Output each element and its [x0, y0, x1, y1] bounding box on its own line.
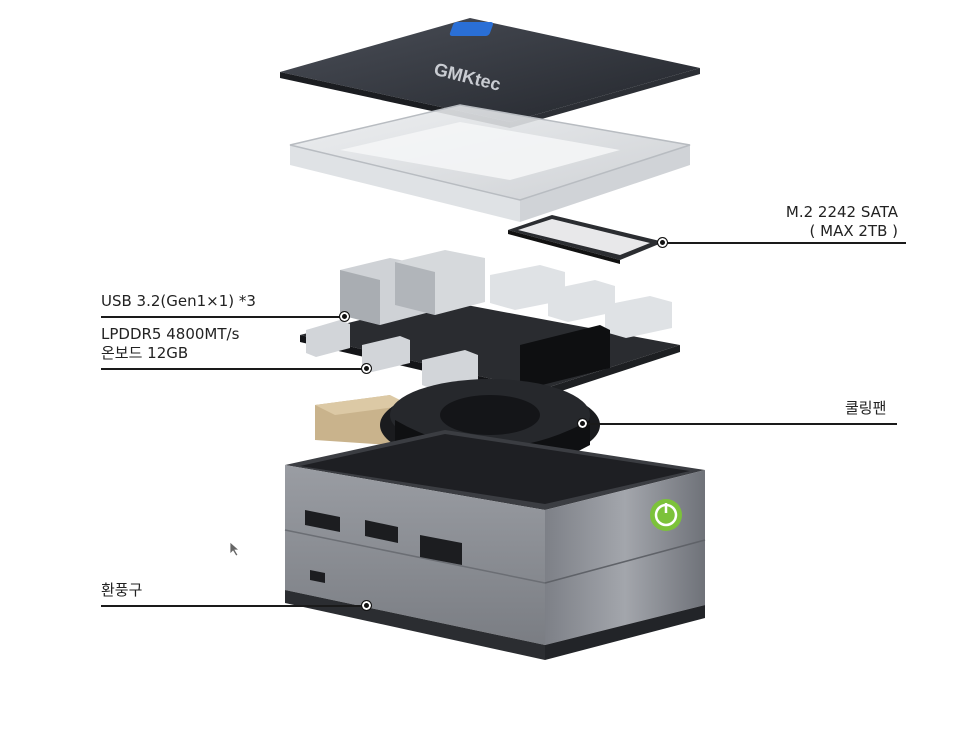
fan-leader-line	[582, 423, 897, 425]
motherboard	[300, 250, 680, 398]
fan-callout-dot	[577, 418, 588, 429]
ram-label: LPDDR5 4800MT/s 온보드 12GB	[101, 325, 239, 363]
vent-callout-dot	[361, 600, 372, 611]
power-button-illustration	[650, 499, 682, 531]
ram-label-line2: 온보드 12GB	[101, 344, 189, 362]
usb-callout-dot	[339, 311, 350, 322]
vent-leader-line	[101, 605, 367, 607]
lid-badge	[449, 22, 494, 36]
usb-leader-line	[101, 316, 345, 318]
transparent-inner-frame	[289, 104, 691, 222]
m2-ssd-module	[508, 215, 664, 264]
ssd-label: M.2 2242 SATA ( MAX 2TB )	[786, 203, 898, 241]
fan-label: 쿨링팬	[845, 399, 887, 417]
ram-label-line1: LPDDR5 4800MT/s	[101, 325, 240, 343]
ssd-leader-line	[662, 242, 906, 244]
ssd-label-line2: ( MAX 2TB )	[809, 222, 898, 240]
mouse-pointer-icon	[229, 541, 241, 557]
usb-label: USB 3.2(Gen1×1) *3	[101, 292, 256, 310]
bottom-chassis	[284, 430, 706, 660]
ssd-callout-dot	[657, 237, 668, 248]
ssd-label-line1: M.2 2242 SATA	[785, 203, 898, 221]
ram-callout-dot	[361, 363, 372, 374]
vent-label: 환풍구	[101, 581, 143, 599]
ram-leader-line	[101, 368, 369, 370]
